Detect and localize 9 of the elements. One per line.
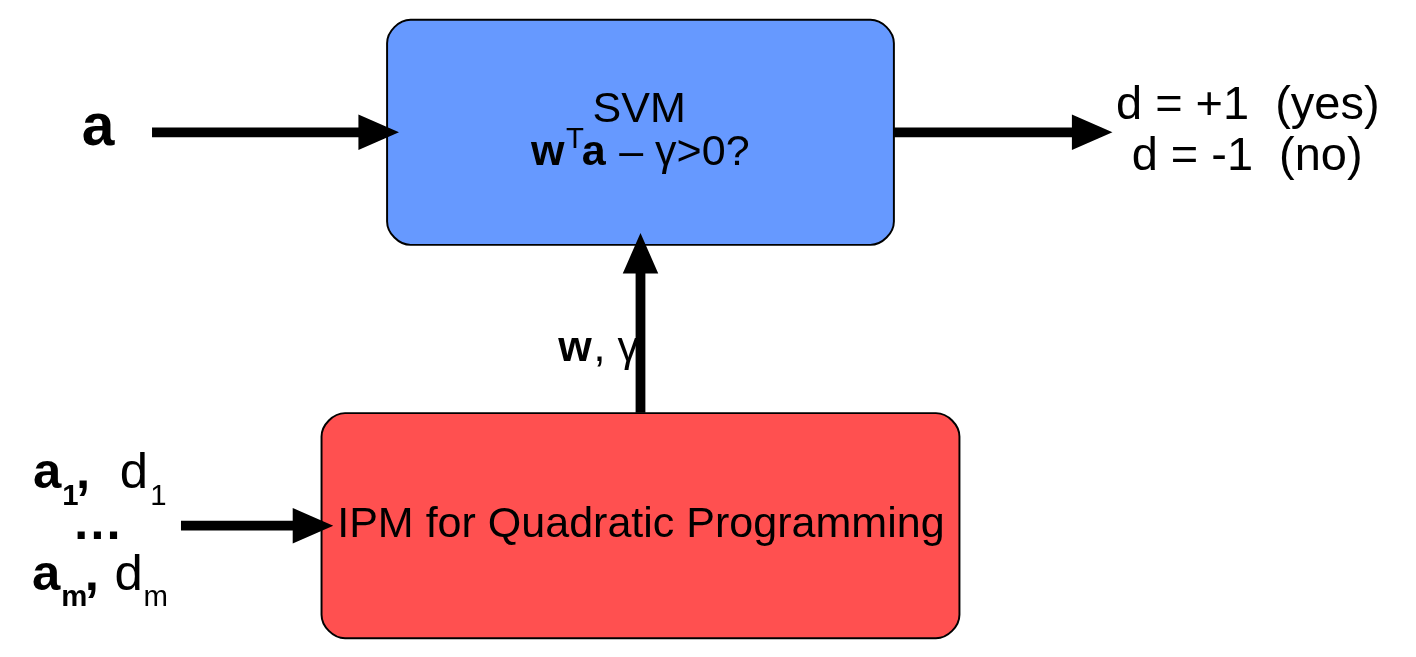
arrow	[181, 507, 334, 543]
node-text: d = +1 (yes) d = -1 (no)	[1115, 75, 1380, 180]
arrow	[894, 114, 1113, 150]
node-box: IPM for Quadratic Programming	[320, 411, 961, 639]
node-text: a	[81, 91, 115, 157]
arrow	[622, 232, 659, 413]
arrow	[152, 114, 399, 150]
node-text: a$_{1}$, d$_{1}$ … a$_{m}$, d$_{m}$	[31, 441, 168, 612]
node-box: SVM w$^{T}$a – γ>0?	[386, 18, 895, 246]
